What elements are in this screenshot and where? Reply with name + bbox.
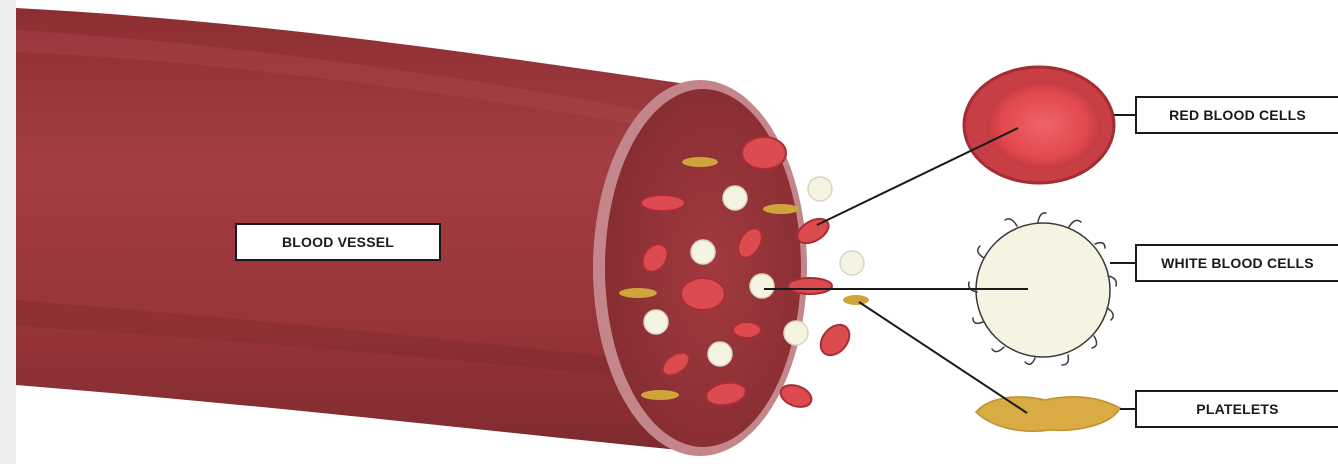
white-cell [808,177,832,201]
left-margin [0,0,16,464]
red-cell [742,137,786,169]
red-cell [681,278,725,310]
platelet [682,157,718,167]
platelet [763,204,799,214]
blood-vessel-label: BLOOD VESSEL [235,223,441,261]
white-cell [723,186,747,210]
red-cell [733,322,761,338]
white-cell [644,310,668,334]
white-cell [750,274,774,298]
red-cell [788,278,832,294]
white-cell [784,321,808,345]
red-blood-cell-detail [964,67,1114,183]
white-blood-cells-label: WHITE BLOOD CELLS [1135,244,1338,282]
red-cell [641,195,685,211]
white-cell [708,342,732,366]
red-blood-cells-label: RED BLOOD CELLS [1135,96,1338,134]
platelet-detail [976,397,1120,431]
platelet [619,288,657,298]
white-cell [840,251,864,275]
white-cell [691,240,715,264]
platelet [641,390,679,400]
platelet [843,295,869,305]
platelets-label: PLATELETS [1135,390,1338,428]
red-cell [815,319,855,360]
leader-line-red [817,128,1018,225]
